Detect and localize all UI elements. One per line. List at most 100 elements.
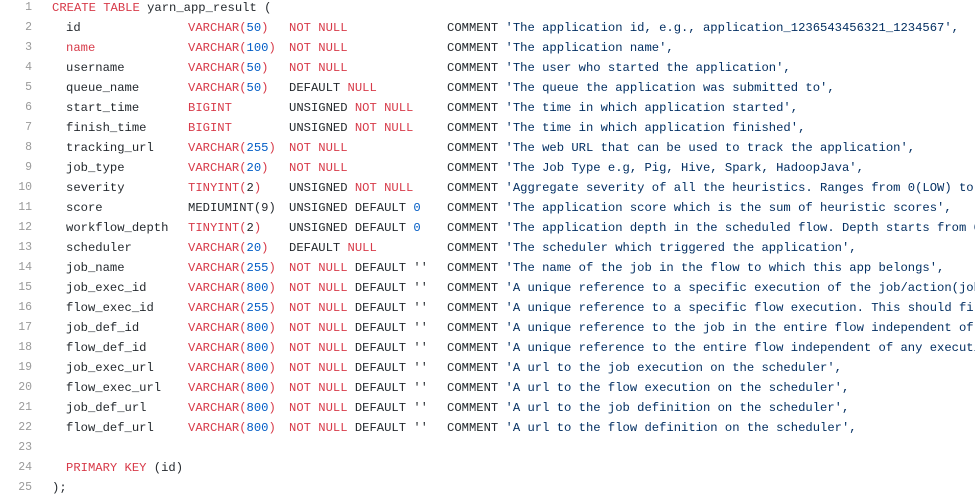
column-comment: COMMENT 'A url to the job execution on t… <box>447 358 842 378</box>
code-token: ) <box>253 221 262 235</box>
code-line: 25); <box>0 478 975 498</box>
line-number: 21 <box>18 401 32 414</box>
column-type: VARCHAR(20) <box>188 158 268 178</box>
code-token: NOT NULL <box>289 321 348 335</box>
line-number: 2 <box>25 21 32 34</box>
column-type: VARCHAR(255) <box>188 258 276 278</box>
code-token: COMMENT <box>447 321 506 335</box>
line-number: 4 <box>25 61 32 74</box>
code-token: 'The application depth in the scheduled … <box>505 221 975 235</box>
code-token: 'A unique reference to the job in the en… <box>505 321 974 335</box>
code-token: NOT NULL <box>289 281 348 295</box>
code-token: VARCHAR( <box>188 321 247 335</box>
code-token: VARCHAR( <box>188 81 247 95</box>
code-token: NOT NULL <box>354 181 414 195</box>
line-number: 14 <box>18 261 32 274</box>
code-token: 'A unique reference to the entire flow i… <box>505 341 975 355</box>
code-token: ) <box>261 21 269 35</box>
column-type: VARCHAR(255) <box>188 298 276 318</box>
code-token: MEDIUMINT( <box>188 201 262 215</box>
column-type: VARCHAR(800) <box>188 418 276 438</box>
code-token: UNSIGNED <box>289 181 355 195</box>
code-token: DEFAULT '' <box>347 341 428 355</box>
column-comment: COMMENT 'A url to the flow execution on … <box>447 378 849 398</box>
code-token: COMMENT <box>447 401 506 415</box>
column-name: job_def_url <box>66 401 147 415</box>
code-token: 800 <box>246 321 269 335</box>
code-token: 'The scheduler which triggered the appli… <box>505 241 857 255</box>
code-token: ) <box>268 421 276 435</box>
code-token: VARCHAR( <box>188 41 247 55</box>
code-token: COMMENT <box>447 161 506 175</box>
line-number: 12 <box>18 221 32 234</box>
column-name: username <box>66 61 125 75</box>
column-constraint: UNSIGNED NOT NULL <box>289 118 413 138</box>
code-token: NOT NULL <box>289 301 348 315</box>
code-token: COMMENT <box>447 201 506 215</box>
column-constraint: UNSIGNED NOT NULL <box>289 98 413 118</box>
code-token: VARCHAR( <box>188 241 247 255</box>
code-token: COMMENT <box>447 421 506 435</box>
code-token: yarn_app_result ( <box>139 1 272 15</box>
column-type: TINYINT(2) <box>188 218 261 238</box>
code-token: 800 <box>246 281 269 295</box>
code-token: VARCHAR( <box>188 21 247 35</box>
code-token: NOT NULL <box>289 261 348 275</box>
code-token: VARCHAR( <box>188 261 247 275</box>
code-token: DEFAULT '' <box>347 281 428 295</box>
code-token: 800 <box>246 341 269 355</box>
code-token: COMMENT <box>447 41 506 55</box>
code-token: NOT NULL <box>289 401 348 415</box>
code-token: NOT NULL <box>289 341 348 355</box>
column-name: id <box>66 21 81 35</box>
column-name: scheduler <box>66 241 132 255</box>
code-token: VARCHAR( <box>188 341 247 355</box>
code-token: CREATE TABLE <box>52 1 140 15</box>
column-comment: COMMENT 'A unique reference to the job i… <box>447 318 974 338</box>
code-token: 'The queue the application was submitted… <box>505 81 835 95</box>
column-type: VARCHAR(800) <box>188 318 276 338</box>
code-token: 50 <box>246 21 262 35</box>
column-comment: COMMENT 'A url to the flow definition on… <box>447 418 857 438</box>
code-token: COMMENT <box>447 261 506 275</box>
line-number: 17 <box>18 321 32 334</box>
code-token: 'A url to the job execution on the sched… <box>505 361 842 375</box>
code-token: COMMENT <box>447 121 506 135</box>
code-token: NOT NULL <box>289 161 348 175</box>
code-token: ) <box>268 321 276 335</box>
code-token: 50 <box>246 61 262 75</box>
code-token: VARCHAR( <box>188 301 247 315</box>
column-type: BIGINT <box>188 118 232 138</box>
line-number: 25 <box>18 481 32 494</box>
line-number: 8 <box>25 141 32 154</box>
code-token: ); <box>52 481 67 495</box>
code-token: ) <box>268 381 276 395</box>
code-token: 'The name of the job in the flow to whic… <box>505 261 945 275</box>
code-token: DEFAULT '' <box>347 401 428 415</box>
line-number: 22 <box>18 421 32 434</box>
column-type: TINYINT(2) <box>188 178 261 198</box>
column-name: tracking_url <box>66 141 154 155</box>
code-token: PRIMARY KEY <box>66 461 147 475</box>
column-name: job_def_id <box>66 321 140 335</box>
code-token: UNSIGNED DEFAULT <box>289 221 414 235</box>
code-token: 'The application score which is the sum … <box>505 201 952 215</box>
code-token: 'The time in which application finished'… <box>505 121 806 135</box>
column-comment: COMMENT 'The scheduler which triggered t… <box>447 238 857 258</box>
code-token: COMMENT <box>447 241 506 255</box>
code-token: 9 <box>261 201 269 215</box>
code-token: COMMENT <box>447 281 506 295</box>
column-type: VARCHAR(50) <box>188 18 268 38</box>
column-constraint: NOT NULL <box>289 18 348 38</box>
line-number: 19 <box>18 361 32 374</box>
line-number: 24 <box>18 461 32 474</box>
column-comment: COMMENT 'Aggregate severity of all the h… <box>447 178 974 198</box>
code-token: VARCHAR( <box>188 141 247 155</box>
column-constraint: DEFAULT NULL <box>289 78 377 98</box>
